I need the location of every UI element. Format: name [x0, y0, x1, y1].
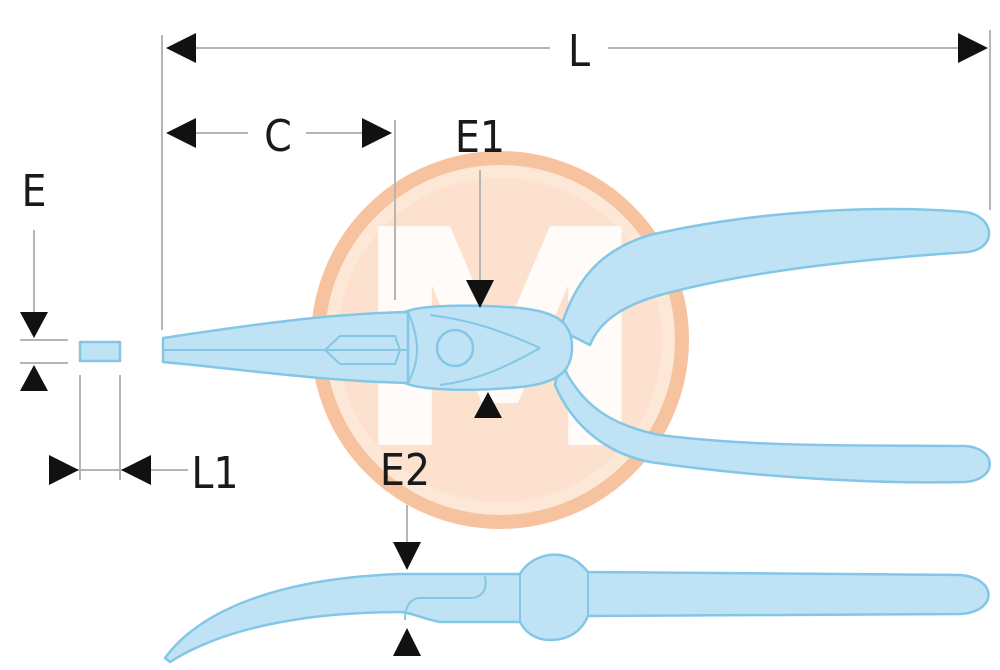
- label-l1: L1: [191, 448, 238, 499]
- arrow-down-icon: [393, 542, 421, 570]
- dimension-e2: E2: [380, 445, 430, 656]
- arrow-left-icon: [166, 33, 196, 63]
- arrow-up-icon: [20, 365, 48, 391]
- arrow-left-icon: [166, 118, 196, 148]
- dimension-e1: E1: [455, 112, 505, 418]
- arrow-down-icon: [466, 280, 494, 308]
- arrow-up-icon: [393, 628, 421, 656]
- label-e2: E2: [380, 445, 430, 496]
- label-e1: E1: [455, 112, 505, 163]
- arrow-left-icon: [121, 455, 151, 485]
- extension-lines: [20, 30, 991, 480]
- label-e: E: [21, 166, 46, 217]
- label-l: L: [568, 26, 590, 77]
- arrow-up-icon: [474, 392, 502, 418]
- arrow-right-icon: [362, 118, 392, 148]
- arrow-right-icon: [958, 33, 988, 63]
- pliers-top-view: [161, 207, 991, 484]
- label-c: C: [264, 111, 292, 162]
- pliers-side-view: [163, 553, 990, 664]
- arrow-down-icon: [20, 312, 48, 338]
- dimension-l1: L1: [49, 448, 239, 499]
- dimension-l: L: [166, 26, 988, 77]
- dimension-c: C: [166, 111, 392, 162]
- dimension-e: E: [20, 166, 48, 391]
- arrow-right-icon: [49, 455, 79, 485]
- tip-cross-section: [78, 340, 122, 363]
